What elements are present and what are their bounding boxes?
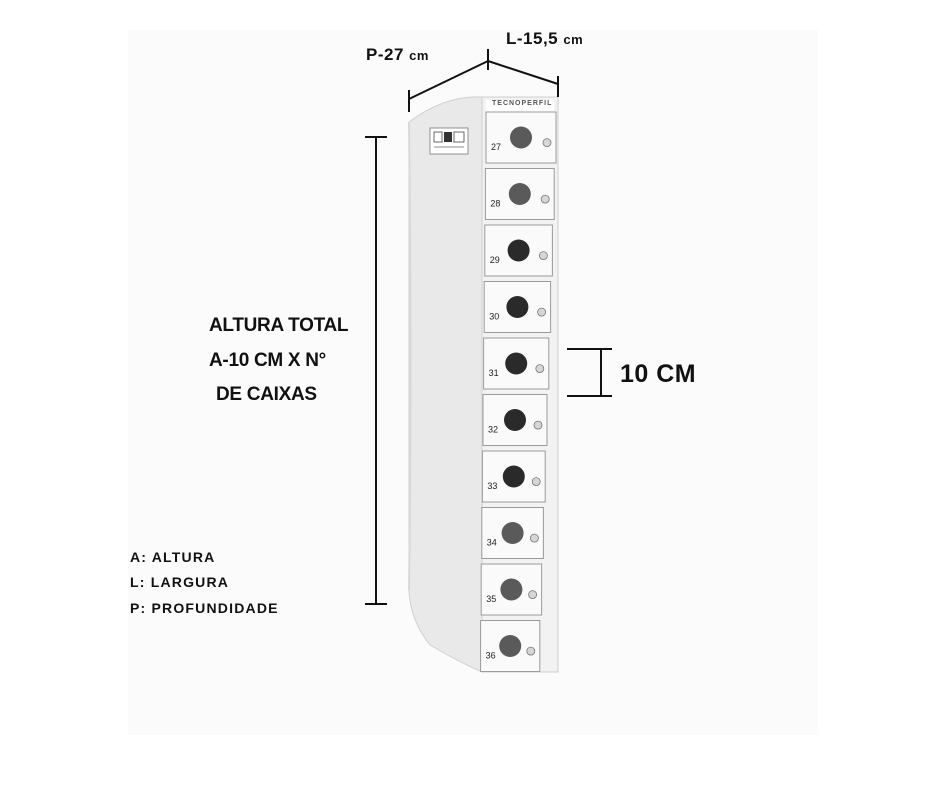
lock-icon [535, 364, 545, 374]
mailbox-slot-31 [505, 352, 528, 375]
box-number-27: 27 [491, 142, 501, 152]
box-number-34: 34 [487, 538, 497, 548]
box-number-29: 29 [490, 255, 500, 265]
depth-value: P-27 [366, 45, 404, 64]
side-panel [408, 96, 483, 673]
mailbox-slot-30 [506, 296, 529, 318]
box-number-36: 36 [486, 651, 496, 661]
lock-icon [533, 420, 543, 430]
mailbox-slot-27 [510, 126, 532, 149]
lock-icon [531, 477, 541, 487]
box-number-35: 35 [486, 594, 496, 604]
mailbox-slot-36 [499, 635, 522, 657]
lock-icon [528, 590, 537, 599]
lock-icon [526, 646, 536, 656]
mailbox-slot-29 [507, 239, 530, 262]
width-dimension-line [487, 60, 559, 85]
legend-altura: A: ALTURA [130, 549, 216, 565]
mailbox-slot-28 [508, 183, 531, 205]
lock-icon [530, 533, 539, 543]
box-number-33: 33 [487, 481, 497, 491]
mailbox-slot-34 [501, 522, 524, 544]
lock-icon [540, 194, 550, 204]
box-height-label: 10 CM [620, 360, 697, 388]
mailbox-slot-32 [504, 409, 526, 431]
total-height-line2: A-10 CM X N° [209, 350, 326, 371]
depth-dimension-line [408, 60, 489, 100]
width-unit: cm [563, 32, 584, 47]
box-number-30: 30 [489, 312, 499, 322]
lock-icon [537, 307, 546, 317]
legend-profundidade: P: PROFUNDIDADE [130, 600, 279, 616]
mailbox-slot-33 [502, 465, 525, 488]
mailbox-slot-35 [500, 578, 523, 601]
mailbox-door-34 [481, 507, 544, 559]
depth-unit: cm [409, 48, 429, 63]
width-value: L-15,5 [506, 29, 559, 48]
total-height-line1: ALTURA TOTAL [209, 315, 349, 336]
legend-largura: L: LARGURA [130, 574, 230, 590]
width-label: L-15,5 cm [506, 29, 583, 49]
box-number-28: 28 [490, 199, 500, 209]
lock-icon [542, 138, 552, 148]
box-number-32: 32 [488, 425, 498, 435]
depth-label: P-27 cm [366, 45, 429, 65]
box-number-31: 31 [489, 368, 499, 378]
total-height-line3: DE CAIXAS [216, 384, 317, 405]
lock-icon [539, 251, 548, 261]
brand-label: TECNOPERFIL [492, 100, 553, 107]
